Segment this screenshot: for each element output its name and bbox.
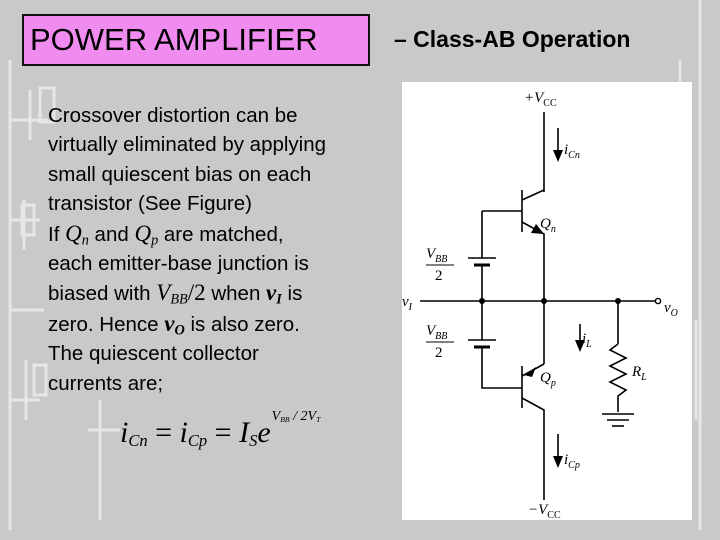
body-line-biased: biased with VBB/2 when vI is — [48, 278, 388, 308]
body-line: transistor (See Figure) — [48, 192, 252, 216]
qn-emitter — [521, 221, 545, 301]
vi-label: vI — [402, 294, 413, 313]
node-emitters — [541, 298, 547, 304]
text: If — [48, 222, 66, 246]
base-wire-bottom — [481, 347, 522, 389]
vbb-bot-label: VBB — [426, 323, 447, 342]
body-line-hence: zero. Hence vO is also zero. — [48, 309, 388, 339]
qp-label: Qp — [540, 370, 556, 389]
load-resistor — [608, 343, 628, 412]
text: are matched, — [158, 222, 284, 246]
div-two: /2 — [187, 280, 206, 306]
two-bot-label: 2 — [435, 345, 443, 361]
exponent: VBB / 2VT — [271, 409, 321, 424]
slide-subtitle: – Class-AB Operation — [394, 26, 631, 52]
body-line: Crossover distortion can be — [48, 104, 298, 127]
vbb-top-label: VBB — [426, 246, 447, 265]
slide-title: POWER AMPLIFIER — [22, 14, 370, 66]
quiescent-current-equation: iCn = iCp = ISeVBB / 2VT — [120, 409, 321, 451]
vo-label: vO — [664, 300, 678, 319]
body-line: small quiescent bias on each — [48, 162, 312, 186]
qp-collector — [521, 397, 545, 500]
rl-label: RL — [631, 364, 647, 383]
icn-label: iCn — [564, 142, 580, 161]
vcc-neg-label: −VCC — [528, 502, 561, 520]
vbb-symbol: VBB — [156, 280, 188, 308]
vcc-pos-label: +VCC — [524, 90, 557, 109]
body-paragraph: Crossover distortion can be virtually el… — [48, 101, 388, 398]
il-arrowhead — [575, 340, 585, 352]
icp-arrowhead — [553, 456, 563, 468]
text: is also zero. — [184, 312, 300, 336]
node-load — [615, 298, 621, 304]
qn-emitter-arrowhead — [531, 224, 544, 234]
il-label: iL — [582, 331, 592, 350]
body-line: virtually eliminated by applying — [48, 133, 327, 157]
qn-collector — [521, 189, 545, 201]
qn-label: Qn — [540, 216, 556, 235]
class-ab-circuit-figure: +VCC iCn Qn VBB 2 vI vO iL VBB 2 RL Qp i… — [402, 82, 692, 520]
two-top-label: 2 — [435, 268, 443, 284]
circuit-diagram: +VCC iCn Qn VBB 2 vI vO iL VBB 2 RL Qp i… — [402, 90, 678, 520]
text: zero. Hence — [48, 312, 165, 336]
qn-symbol: Qn — [65, 220, 89, 249]
icp-label: iCp — [564, 452, 580, 471]
body-line: The quiescent collector — [48, 342, 259, 366]
icn-arrowhead — [553, 150, 563, 162]
qp-emitter-arrowhead — [524, 367, 536, 377]
text: and — [88, 222, 135, 246]
body-line: currents are; — [48, 371, 164, 395]
output-terminal — [654, 297, 662, 305]
body-line-matched: If Qn and Qp are matched, — [48, 219, 388, 249]
vo-symbol: vO — [164, 310, 185, 339]
body-line: each emitter-base junction is — [48, 252, 309, 276]
text: biased with — [48, 282, 157, 306]
node-input-base — [479, 298, 485, 304]
text: is — [281, 282, 303, 306]
qp-symbol: Qp — [134, 220, 159, 249]
vi-symbol: vI — [266, 280, 282, 308]
text: when — [205, 282, 267, 306]
